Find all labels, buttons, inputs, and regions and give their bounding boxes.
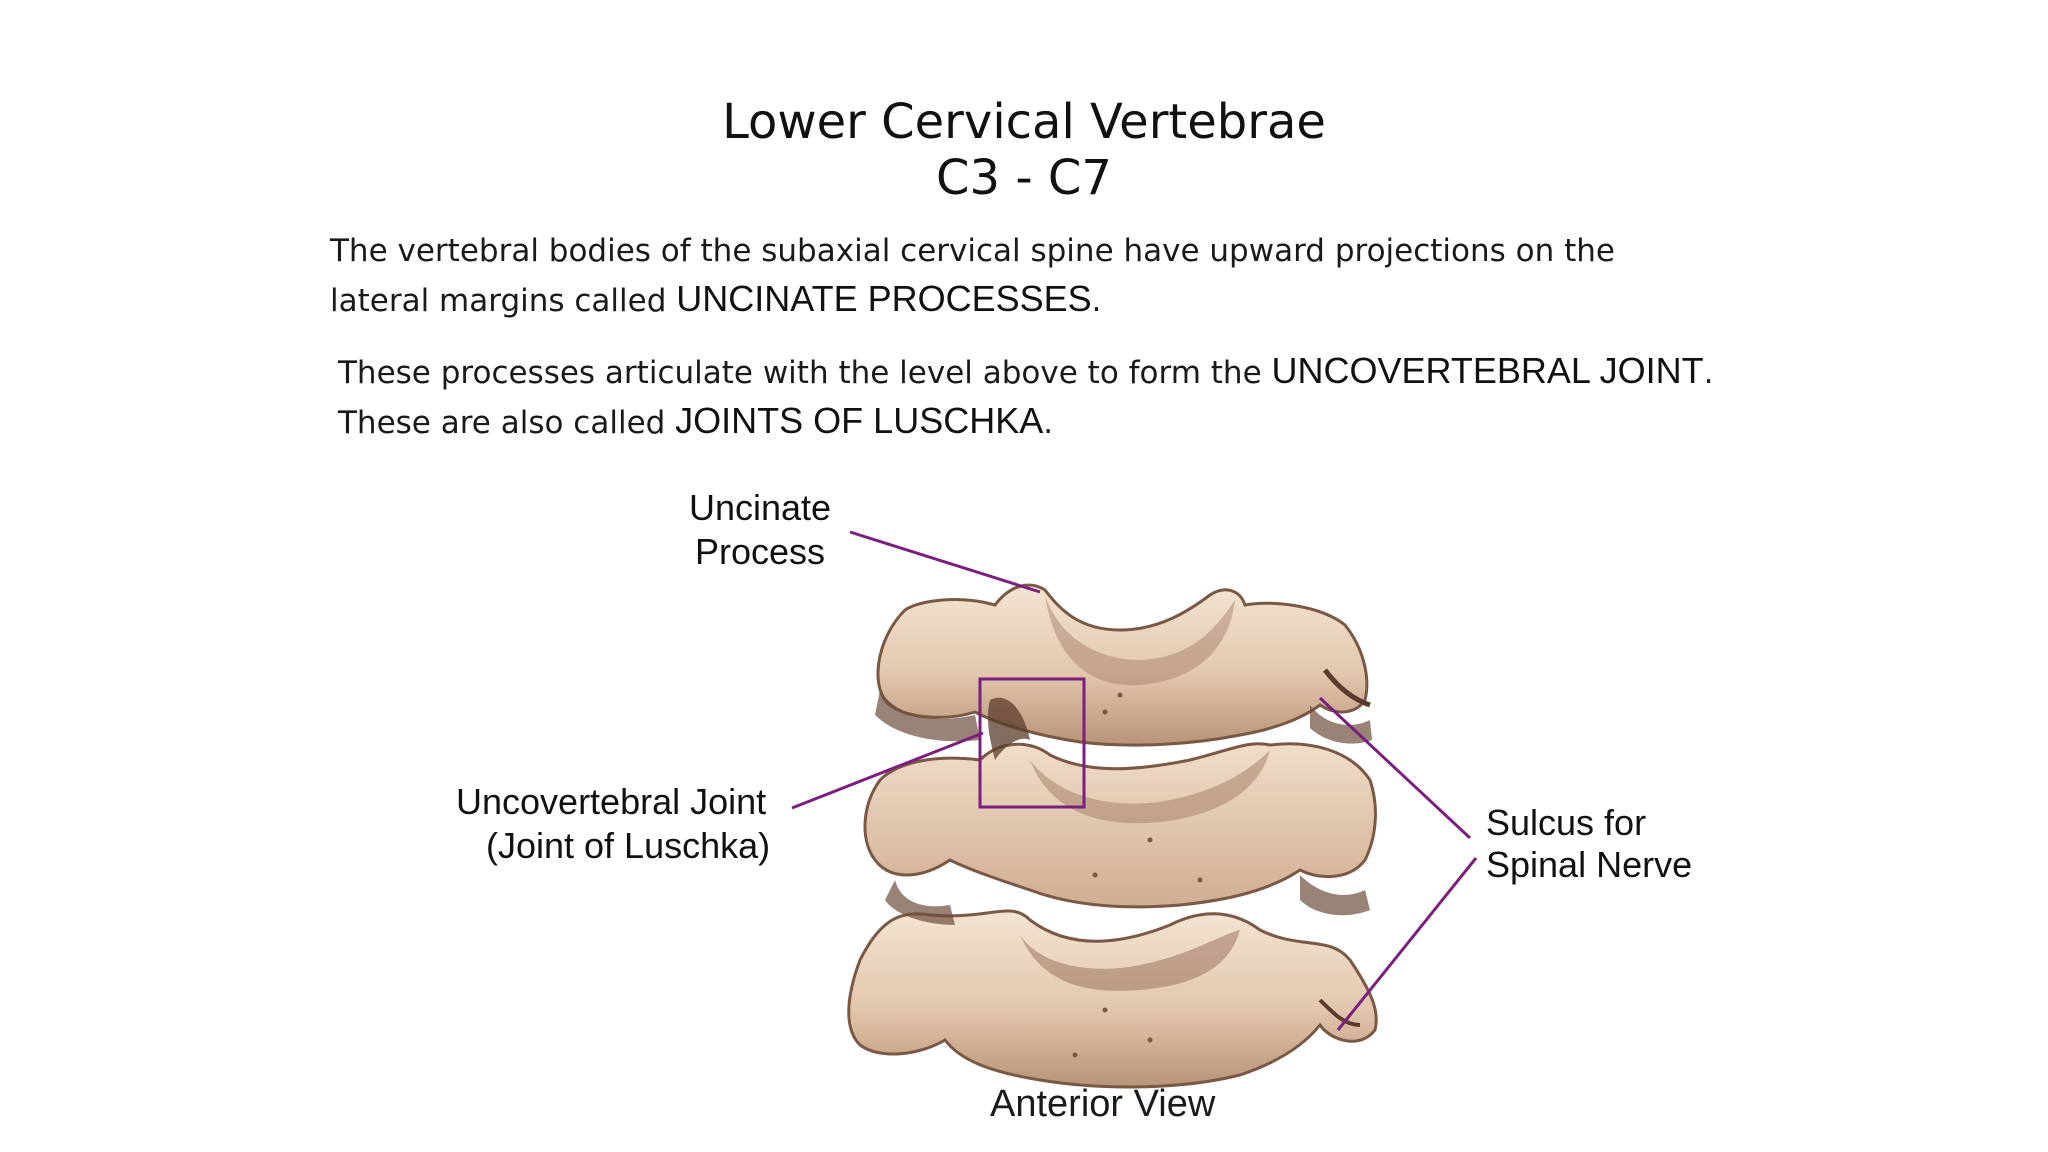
view-caption: Anterior View [990,1083,1215,1126]
label-line: Uncinate [660,486,860,530]
uncinate-leader-line [850,532,1040,592]
label-uncinate-process: Uncinate Process [660,486,860,574]
label-line: Spinal Nerve [1486,844,1692,886]
sulcus-leader-line-lower [1338,858,1476,1030]
label-line: Uncovertebral Joint [456,780,770,824]
vertebra-bottom [849,911,1377,1087]
label-sulcus-spinal-nerve: Sulcus for Spinal Nerve [1486,802,1692,886]
label-line: Process [660,530,860,574]
vertebra-middle [865,744,1375,925]
label-line: Sulcus for [1486,802,1692,844]
label-uncovertebral-joint: Uncovertebral Joint (Joint of Luschka) [456,780,770,868]
vertebra-top [875,585,1372,745]
label-line: (Joint of Luschka) [456,824,770,868]
